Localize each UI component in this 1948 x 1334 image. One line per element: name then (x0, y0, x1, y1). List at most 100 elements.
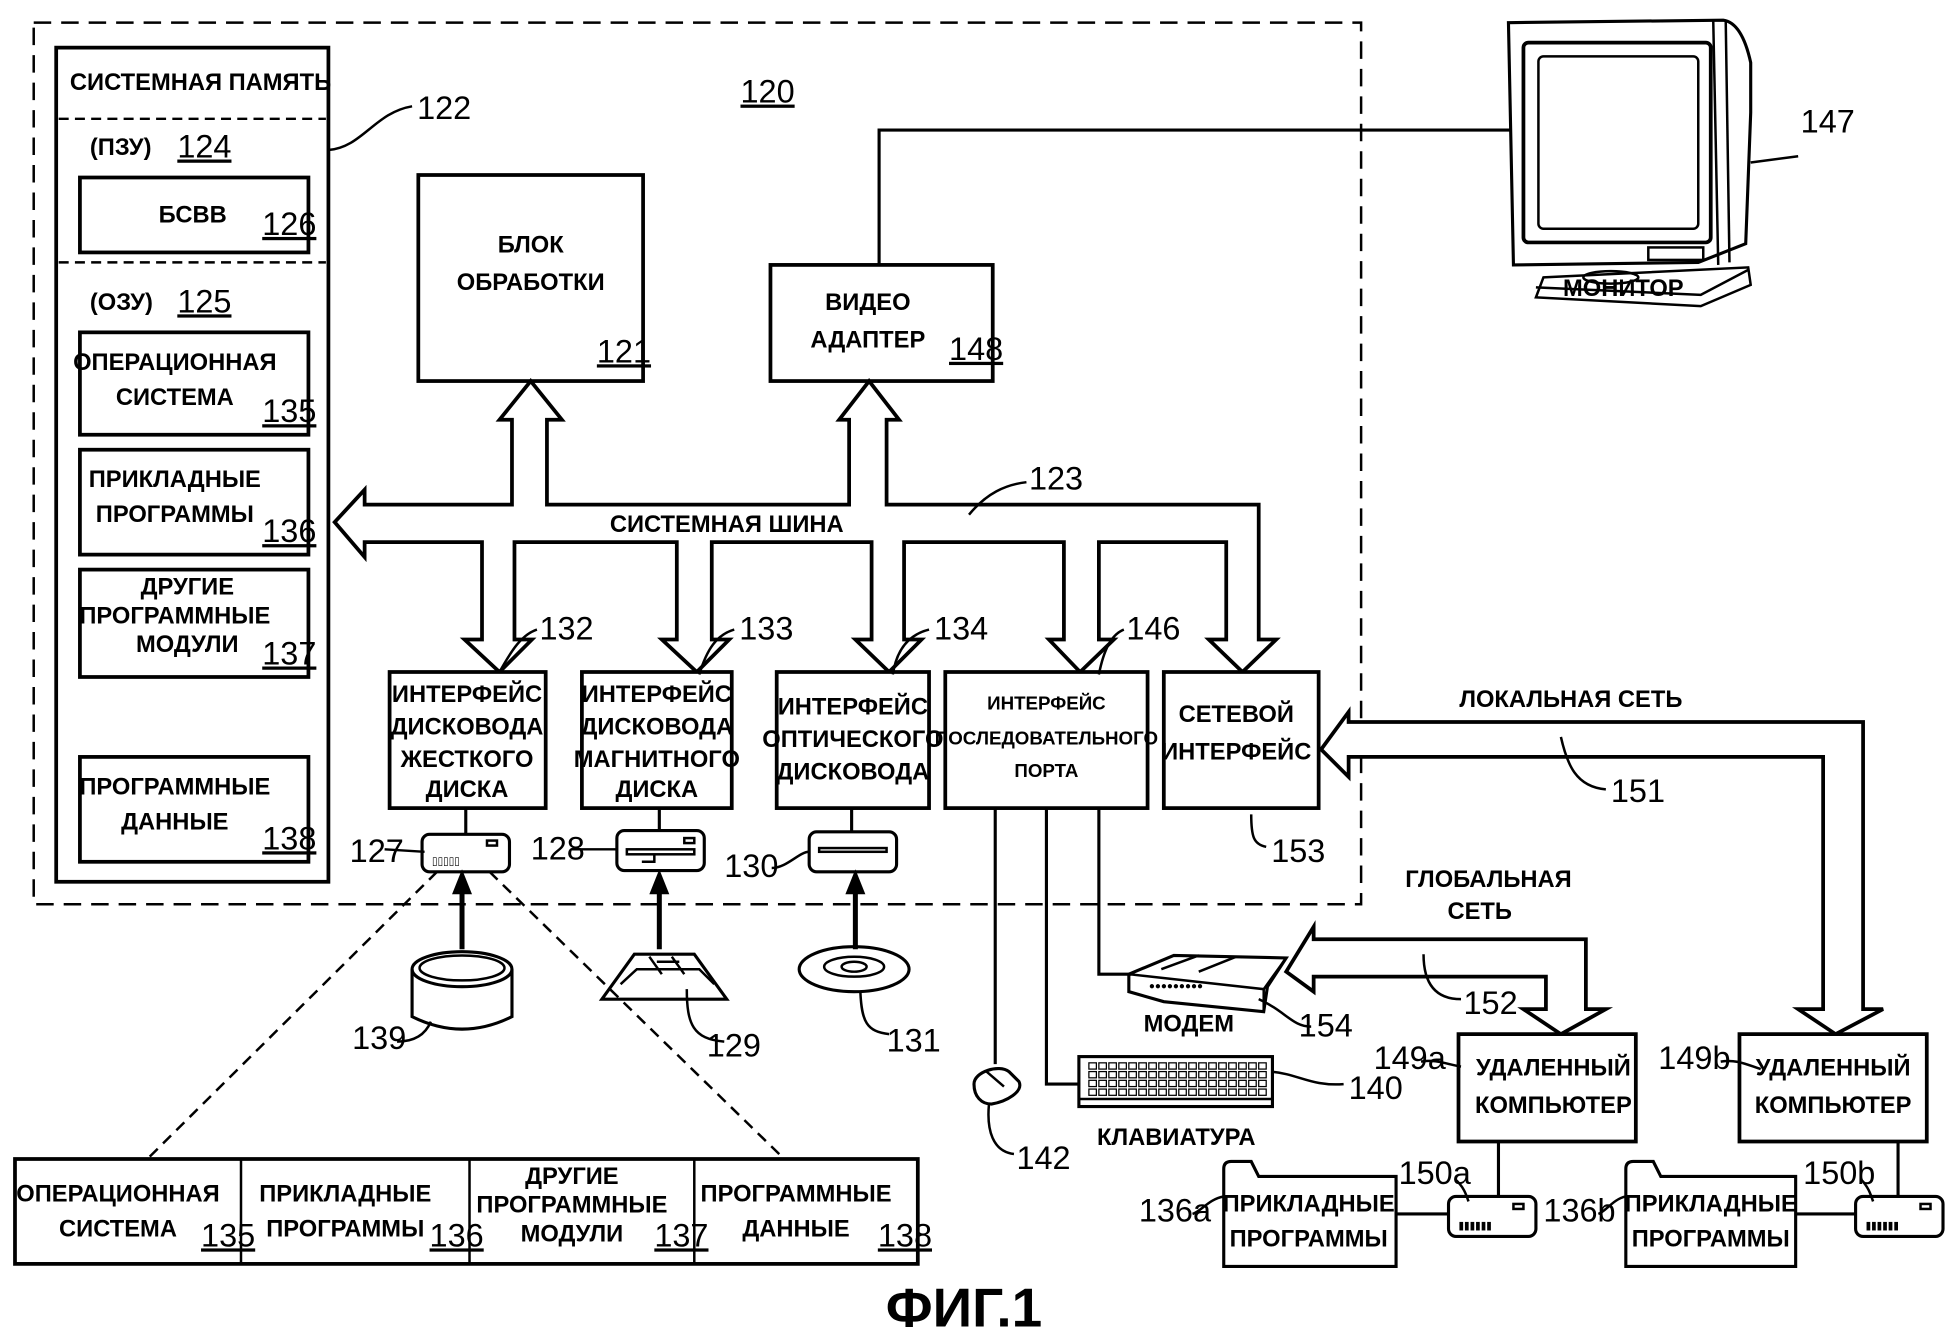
key (1218, 1070, 1227, 1079)
processing-unit-line2: ОБРАБОТКИ (457, 270, 605, 296)
key (1258, 1088, 1267, 1096)
wan-connection: ГЛОБАЛЬНАЯ СЕТЬ 152 (1283, 867, 1614, 1037)
interface-line: ИНТЕРФЕЙС (582, 680, 732, 708)
memory-item: ПРОГРАММНЫЕ ДАННЫЕ 138 (78, 755, 316, 864)
rom-label: (ПЗУ) (90, 135, 152, 161)
hdd-expand-right (488, 870, 783, 1158)
key (1088, 1062, 1097, 1070)
wan-line1: ГЛОБАЛЬНАЯ (1405, 867, 1572, 893)
interface-line: ИНТЕРФЕЙС (392, 680, 542, 708)
keyboard-ref: 140 (1349, 1070, 1403, 1106)
interface-line: ДИСКА (615, 777, 698, 803)
interface-ref: 146 (1126, 611, 1180, 647)
table-cell-ref: 136 (430, 1217, 484, 1253)
remote-storage-ref: 150b (1803, 1155, 1875, 1191)
hdd-grille: ▯▯▯▯▯ (432, 855, 460, 867)
interface-leader (891, 628, 930, 675)
key (1248, 1062, 1257, 1070)
interface-ref: 132 (539, 611, 593, 647)
folder-label-line: ПРОГРАММЫ (1230, 1226, 1388, 1252)
floppy-disk-icon: 129 (598, 952, 761, 1064)
hard-disk-media-ref: 139 (352, 1020, 406, 1056)
svg-text:▮▮▮▮▮▮: ▮▮▮▮▮▮ (1866, 1220, 1899, 1232)
monitor-label: МОНИТОР (1563, 276, 1684, 302)
memory-item-line: ПРИКЛАДНЫЕ (89, 467, 261, 493)
key (1158, 1062, 1167, 1070)
key (1258, 1062, 1267, 1070)
folder-icon: ПРИКЛАДНЫЕ ПРОГРАММЫ (1222, 1159, 1398, 1268)
memory-item-line: ПРОГРАММНЫЕ (79, 603, 270, 629)
system-memory-title: СИСТЕМНАЯ ПАМЯТЬ (70, 70, 331, 96)
memory-item-line: ДАННЫЕ (121, 809, 228, 835)
video-adapter-line2: АДАПТЕР (810, 327, 925, 353)
memory-item-line: ПРОГРАММЫ (96, 502, 254, 528)
key (1168, 1062, 1177, 1070)
processing-unit: БЛОК ОБРАБОТКИ 121 (416, 173, 651, 383)
memory-item-line: ПРОГРАММНЫЕ (79, 774, 270, 800)
key (1088, 1070, 1097, 1079)
interface-leader (498, 628, 538, 673)
key (1128, 1070, 1137, 1079)
optical-disk-drive-ref: 130 (724, 848, 778, 884)
system-memory-ref: 122 (417, 90, 471, 126)
remote-computer-line: КОМПЬЮТЕР (1755, 1093, 1912, 1119)
lan-label: ЛОКАЛЬНАЯ СЕТЬ (1459, 687, 1682, 713)
processing-unit-line1: БЛОК (498, 232, 565, 258)
memory-item-line: ДРУГИЕ (141, 575, 234, 601)
folder-icon: ПРИКЛАДНЫЕ ПРОГРАММЫ (1624, 1159, 1798, 1268)
folder-label-line: ПРИКЛАДНЫЕ (1625, 1191, 1797, 1217)
memory-item-line: МОДУЛИ (136, 632, 239, 658)
key (1218, 1079, 1227, 1088)
key (1088, 1079, 1097, 1088)
memory-item-ref: 135 (262, 393, 316, 429)
key (1208, 1070, 1217, 1079)
key (1088, 1088, 1097, 1096)
folder-label-line: ПРИКЛАДНЫЕ (1223, 1191, 1395, 1217)
key (1178, 1079, 1187, 1088)
key (1108, 1079, 1117, 1088)
key (1228, 1070, 1237, 1079)
table-cell-line: ОПЕРАЦИОННАЯ (16, 1181, 219, 1207)
key (1158, 1079, 1167, 1088)
remote-storage-leader (1453, 1178, 1470, 1202)
interface-line: СЕТЕВОЙ (1179, 700, 1294, 728)
table-cell-line: ПРОГРАММЫ (266, 1216, 424, 1242)
key (1158, 1088, 1167, 1096)
key (1098, 1062, 1107, 1070)
rom-ref: 124 (177, 129, 231, 165)
key (1108, 1088, 1117, 1096)
key (1108, 1070, 1117, 1079)
key (1218, 1088, 1227, 1096)
interface-line: ИНТЕРФЕЙС (987, 692, 1106, 713)
key (1198, 1079, 1207, 1088)
table-cell-line: ПРОГРАММНЫЕ (476, 1193, 667, 1219)
key (1138, 1062, 1147, 1070)
interface-line: МАГНИТНОГО (574, 747, 740, 773)
remote-computer: УДАЛЕННЫЙКОМПЬЮТЕР149b▮▮▮▮▮▮150bПРИКЛАДН… (1543, 1032, 1945, 1268)
computer-ref: 120 (740, 74, 794, 110)
remote-computer-line: КОМПЬЮТЕР (1475, 1093, 1632, 1119)
memory-item-ref: 138 (262, 820, 316, 856)
key (1098, 1079, 1107, 1088)
optical-disc-icon: 131 (797, 945, 941, 1059)
interface-ref: 133 (739, 611, 793, 647)
memory-item-line: СИСТЕМА (116, 385, 234, 411)
folder-leader (1597, 1195, 1627, 1216)
key (1138, 1088, 1147, 1096)
bios-label: БСВВ (159, 202, 227, 228)
interface-line: ДИСКОВОДА (777, 759, 930, 785)
key (1258, 1079, 1267, 1088)
remote-computer-leader (1720, 1059, 1762, 1071)
video-adapter: ВИДЕО АДАПТЕР 148 (768, 263, 1003, 383)
folder-label-line: ПРОГРАММЫ (1632, 1226, 1790, 1252)
keyboard-label: КЛАВИАТУРА (1097, 1125, 1255, 1151)
hard-disk-drive-ref: 127 (350, 833, 404, 869)
key (1228, 1062, 1237, 1070)
remote-storage-icon: ▮▮▮▮▮▮ (1854, 1194, 1945, 1238)
key (1148, 1088, 1157, 1096)
key (1258, 1070, 1267, 1079)
processing-unit-ref: 121 (597, 333, 651, 369)
